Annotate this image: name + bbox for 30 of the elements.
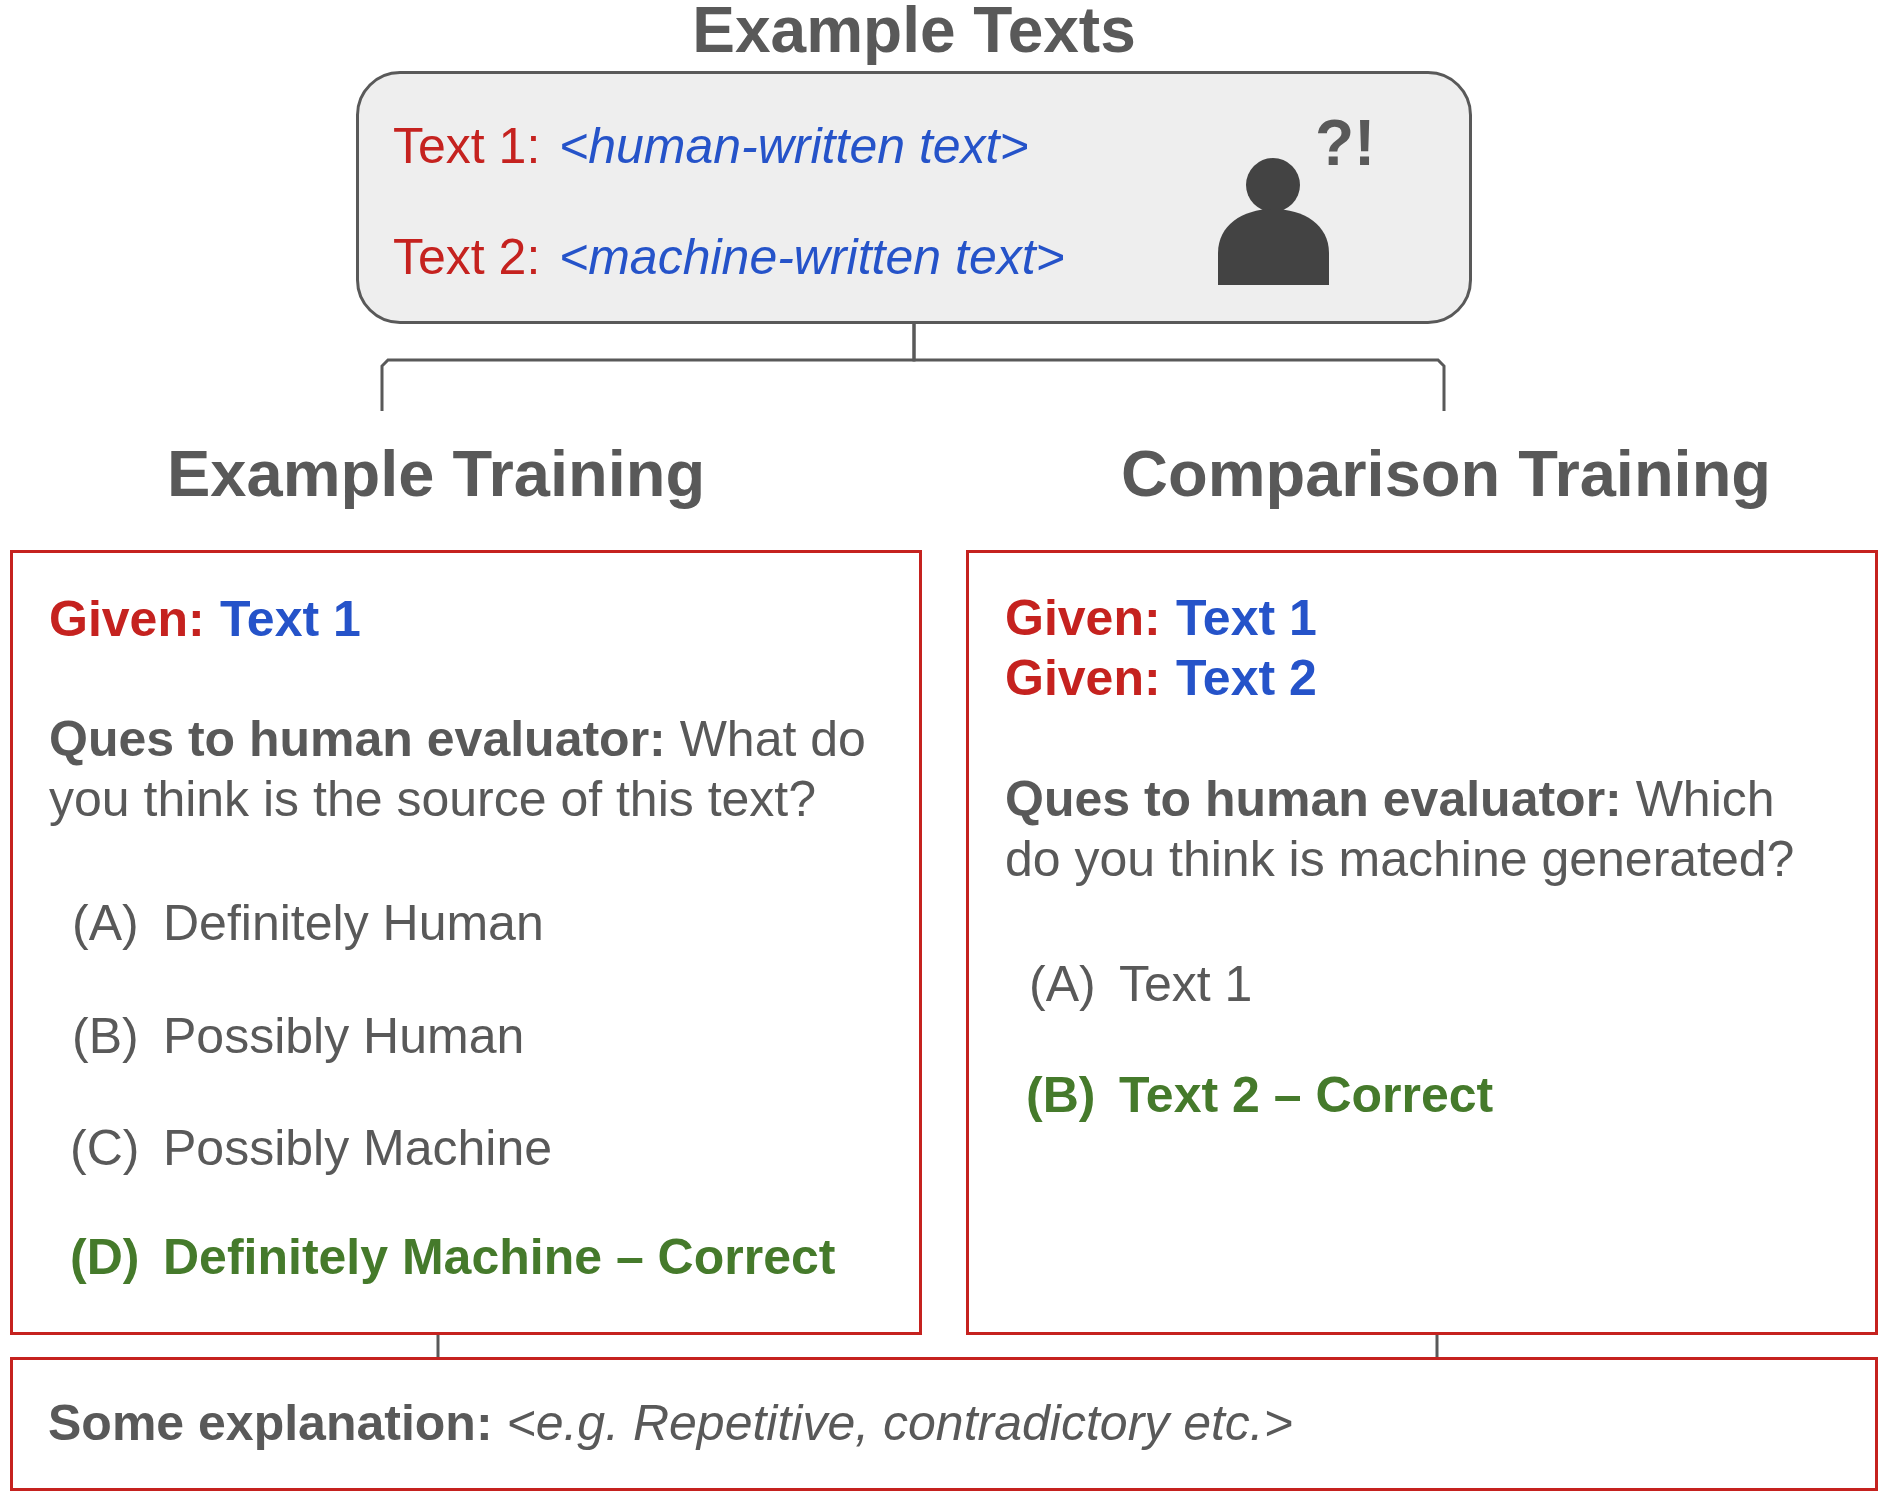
text-label: Text 2: xyxy=(393,228,541,287)
given-text-reference: Text 2 xyxy=(1176,649,1317,708)
correct-option-letter: (D) xyxy=(70,1228,140,1287)
question-exclamation-text: ?! xyxy=(1315,111,1376,175)
option-letter: (A) xyxy=(72,894,139,953)
explanation-text: Some explanation: <e.g. Repetitive, contradictory etc.> xyxy=(48,1394,1293,1453)
sample-text-description: <human-written text> xyxy=(559,117,1029,176)
connector-line xyxy=(912,324,1446,411)
option-text: Possibly Machine xyxy=(163,1119,553,1178)
question-text: Ques to human evaluator: What do you think is the source of this text? xyxy=(49,710,867,829)
given-label: Given: xyxy=(1005,589,1161,648)
option-letter: (A) xyxy=(1029,955,1096,1014)
correct-option-letter: (B) xyxy=(1026,1066,1096,1125)
question-text: Ques to human evaluator: Which do you think is machine generated? xyxy=(1005,770,1796,889)
option-text: Possibly Human xyxy=(163,1007,525,1066)
connector-line xyxy=(1435,1335,1439,1357)
text-label: Text 1: xyxy=(393,117,541,176)
option-letter: (B) xyxy=(72,1007,139,1066)
option-text: Definitely Human xyxy=(163,894,544,953)
connector-line xyxy=(436,1335,440,1357)
sample-text-description: <machine-written text> xyxy=(559,228,1065,287)
given-label: Given: xyxy=(1005,649,1161,708)
given-text-reference: Text 1 xyxy=(220,590,361,649)
option-letter: (C) xyxy=(70,1119,140,1178)
given-label: Given: xyxy=(49,590,205,649)
correct-option-text: Text 2 – Correct xyxy=(1119,1066,1494,1125)
option-text: Text 1 xyxy=(1119,955,1253,1014)
correct-option-text: Definitely Machine – Correct xyxy=(163,1228,836,1287)
given-text-reference: Text 1 xyxy=(1176,589,1317,648)
explanation-panel xyxy=(10,1357,1878,1491)
